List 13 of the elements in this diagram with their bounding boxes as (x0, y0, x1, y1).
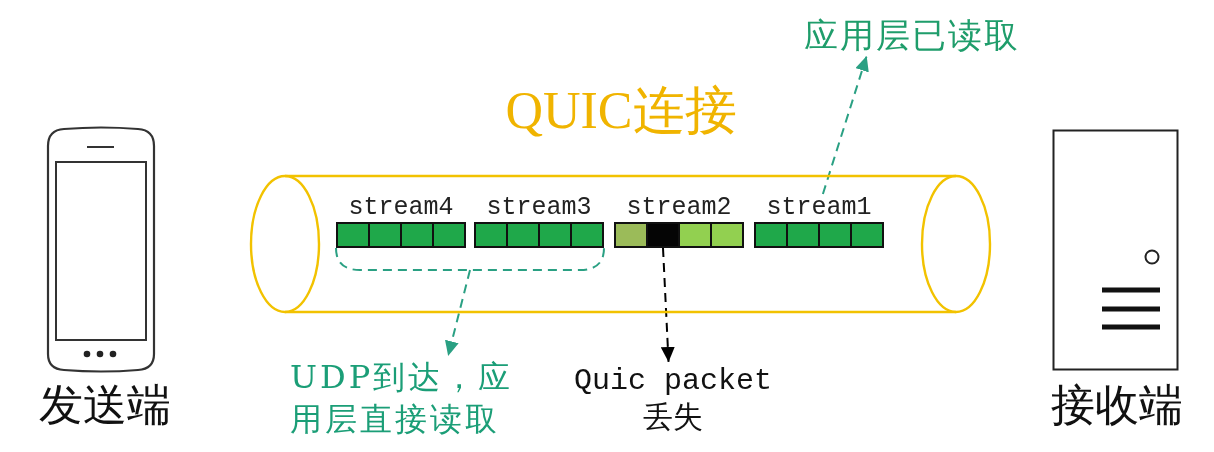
annotation-text: Quic packet 丢失 (562, 362, 784, 438)
pipe-title: QUIC连接 (504, 81, 738, 141)
device-caption: 发送端 (38, 378, 172, 432)
stream-label: stream2 (625, 194, 733, 222)
stream-label: stream1 (765, 194, 873, 222)
packet-square (646, 222, 680, 248)
dashed-arrow (821, 55, 869, 195)
dashed-arrow (660, 247, 675, 363)
stream-label: stream3 (485, 194, 593, 222)
annotation-text: 应用层已读取 (804, 14, 1036, 56)
device-caption: 接收端 (1050, 378, 1184, 432)
stream-label: stream4 (347, 194, 455, 222)
annotation-text: UDP到达，应用层直接读取 (290, 356, 526, 440)
